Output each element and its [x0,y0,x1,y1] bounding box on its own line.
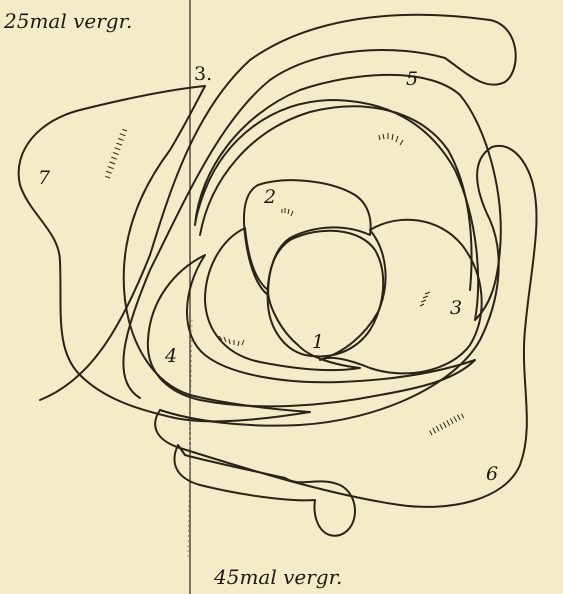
label-6: 6 [486,463,498,485]
label-divider: 3. [194,63,212,85]
hatch-2 [282,208,293,216]
label-4: 4 [164,345,177,367]
sheath-7 [19,86,310,421]
label-7: 7 [38,167,51,189]
hatch-5 [379,133,403,145]
label-5: 5 [406,68,418,90]
piece-4-inner [205,228,360,370]
piece-2 [244,180,371,295]
caption-bottom: 45mal vergr. [213,565,342,589]
caption-top-left: 25mal vergr. [3,9,132,33]
sheath-5 [195,75,501,320]
piece-1 [268,231,384,357]
sheath-6 [155,146,536,507]
hatch-4 [219,336,244,346]
hatch-3 [420,292,430,306]
hatch-6 [429,413,464,435]
hatch-7 [104,129,127,178]
label-1: 1 [312,331,324,353]
sheath-outer-top [40,15,516,400]
sheath-5-inner [200,106,472,290]
label-2: 2 [263,186,276,208]
label-3: 3 [450,297,462,319]
